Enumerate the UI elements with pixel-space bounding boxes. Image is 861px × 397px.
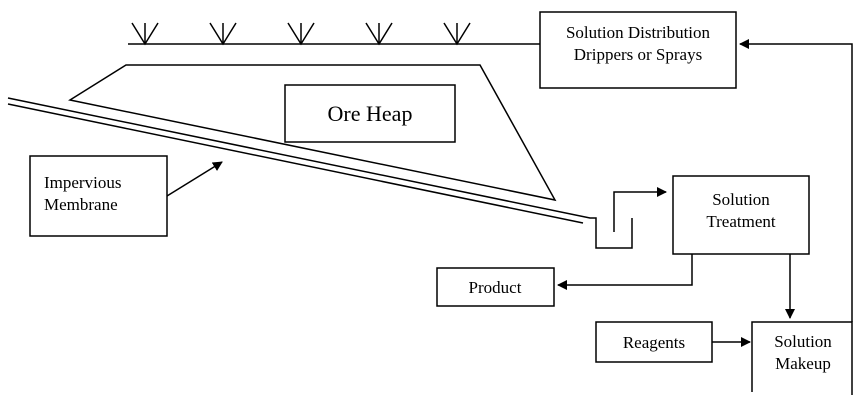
impervious-membrane-line-2: Membrane [44, 195, 118, 214]
product-box [436, 267, 555, 307]
solution-makeup-line-2: Makeup [775, 354, 831, 373]
solution-distribution-line-1: Solution Distribution [566, 23, 711, 42]
solution-makeup-box [751, 321, 853, 395]
solution-distribution-line-2: Drippers or Sprays [574, 45, 702, 64]
treatment-to-product-arrow [557, 254, 693, 290]
solution-makeup-line-1: Solution [774, 332, 832, 351]
reagents-label: Reagents [623, 333, 685, 352]
sprinkler-header [128, 22, 540, 46]
solution-treatment-line-2: Treatment [706, 212, 776, 231]
solution-treatment-line-1: Solution [712, 190, 770, 209]
product-label: Product [469, 278, 522, 297]
membrane-pointer-arrow [166, 161, 223, 197]
makeup-to-distribution-arrow [739, 39, 853, 322]
ore-heap-shape [68, 64, 557, 202]
solution-distribution-box [539, 11, 737, 89]
ore-heap-label: Ore Heap [328, 101, 413, 126]
ore-heap-label-box [284, 84, 456, 143]
liner-bottom-edge [7, 103, 584, 224]
impervious-membrane-liner [7, 97, 633, 249]
impervious-membrane-line-1: Impervious [44, 173, 121, 192]
solution-treatment-box [672, 175, 810, 255]
sump-to-treatment-arrow [613, 187, 667, 232]
reagents-box [595, 321, 713, 363]
sprinkler-group [131, 22, 471, 46]
